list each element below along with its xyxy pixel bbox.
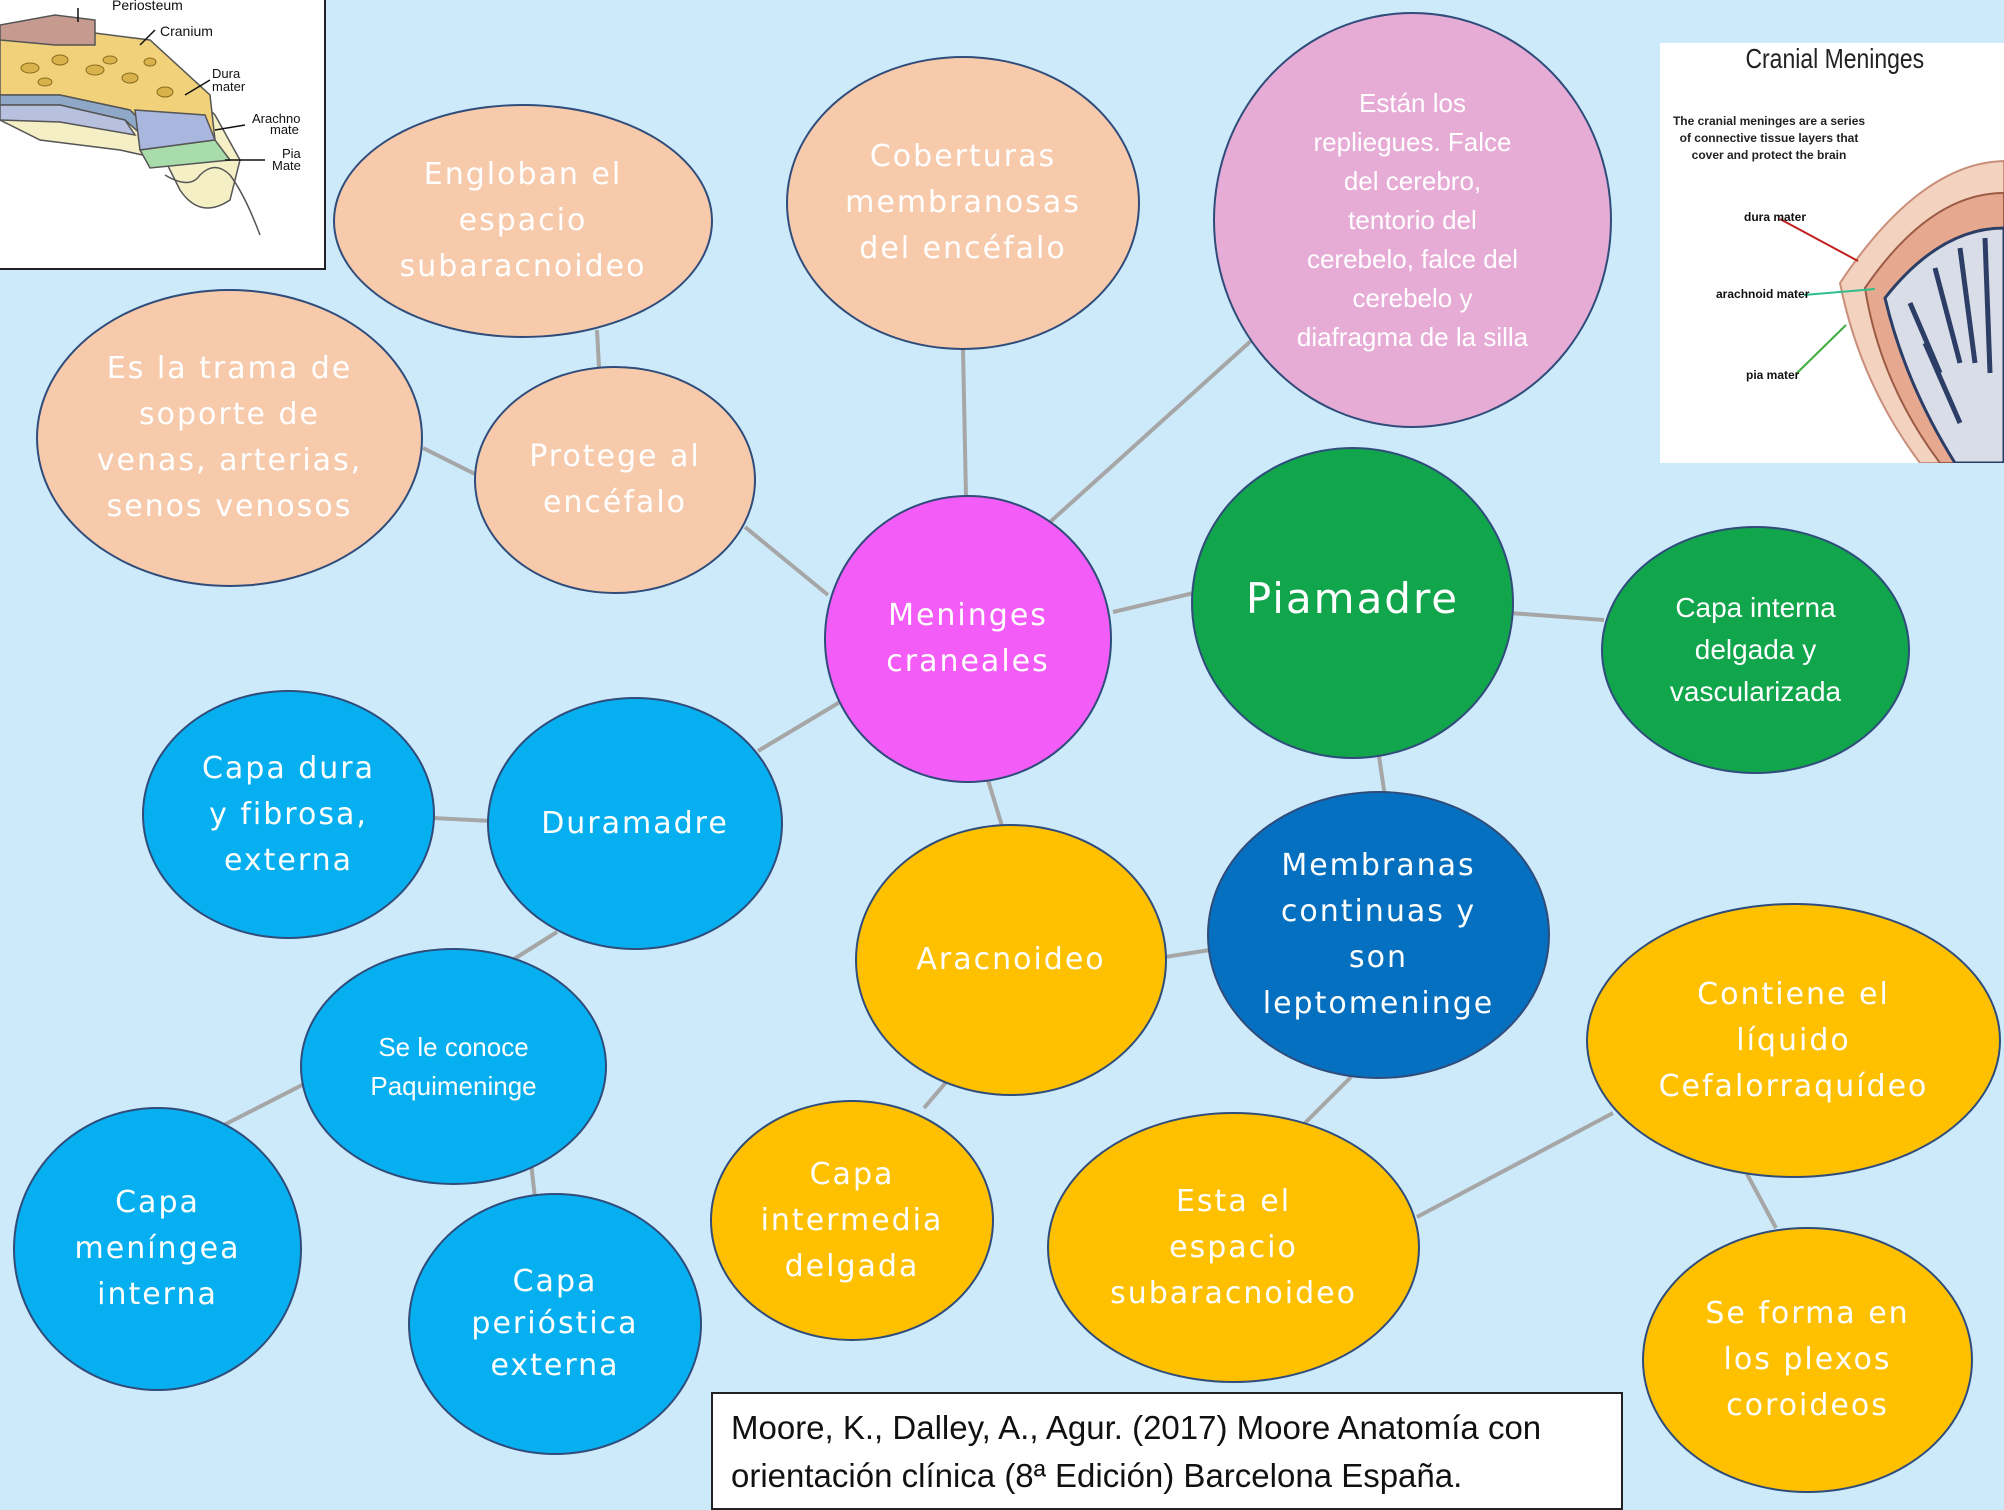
connector-piamadre-membranas xyxy=(1377,755,1387,798)
node-center: Meninges craneales xyxy=(824,495,1112,783)
inset-cranial-meninges: Cranial Meninges The cranial meninges ar… xyxy=(1660,43,2004,463)
connector-capadura-duramadre xyxy=(432,816,492,823)
inset-label-arachnoid-mate: mate xyxy=(270,122,299,137)
inset-label-pia-mate: Mate xyxy=(272,158,301,173)
connector-coberturas-center xyxy=(961,347,968,499)
cranial-illustration-image: dura mater arachnoid mater pia mater xyxy=(1716,159,2004,463)
layers-illustration-image: Periosteum Cranium Dura mater Arachno ma… xyxy=(0,0,302,236)
node-capa-dura: Capa dura y fibrosa, externa xyxy=(142,690,435,939)
connector-duramadre-paquimeninge xyxy=(512,930,559,961)
connector-paquimeninge-meningea xyxy=(213,1079,311,1132)
node-coberturas: Coberturas membranosas del encéfalo xyxy=(786,56,1140,350)
node-paquimeninge: Se le conoce Paquimeninge xyxy=(300,948,607,1185)
connector-liquido-plexos xyxy=(1745,1173,1778,1229)
connector-repliegues-center xyxy=(1048,338,1254,524)
node-duramadre: Duramadre xyxy=(487,697,783,950)
node-piamadre: Piamadre xyxy=(1191,447,1514,759)
inset-label-pia-mater: pia mater xyxy=(1746,368,1800,382)
node-membranas: Membranas continuas y son leptomeninge xyxy=(1207,791,1550,1079)
node-aracnoideo: Aracnoideo xyxy=(855,824,1167,1096)
inset-layers-illustration: Periosteum Cranium Dura mater Arachno ma… xyxy=(0,0,326,270)
inset-label-dura: Dura xyxy=(212,66,241,81)
inset-label-dura-mater: mater xyxy=(212,79,246,94)
connector-piamadre-capainterna xyxy=(1509,611,1605,622)
node-capa-meningea: Capa meníngea interna xyxy=(13,1107,302,1391)
node-protege: Protege al encéfalo xyxy=(474,366,756,594)
connector-membranas-espacio xyxy=(1296,1075,1353,1132)
inset-label-pia: Pia xyxy=(282,146,302,161)
connector-center-piamadre xyxy=(1112,591,1195,614)
connector-center-aracnoideo xyxy=(986,779,1004,827)
reference-text: Moore, K., Dalley, A., Agur. (2017) Moor… xyxy=(731,1409,1542,1494)
inset-label-periosteum: Periosteum xyxy=(112,0,183,13)
inset-label-arachnoid-mater: arachnoid mater xyxy=(1716,287,1810,301)
inset-caption: The cranial meninges are a series of con… xyxy=(1672,114,1866,162)
connector-aracnoideo-intermedia xyxy=(922,1078,950,1110)
reference-citation: Moore, K., Dalley, A., Agur. (2017) Moor… xyxy=(711,1392,1623,1510)
connector-protege-center xyxy=(743,525,830,597)
inset-label-cranium: Cranium xyxy=(160,23,213,39)
connector-espacio-liquido xyxy=(1416,1111,1614,1219)
node-capa-interna: Capa interna delgada y vascularizada xyxy=(1601,526,1910,774)
node-espacio: Esta el espacio subaracnoideo xyxy=(1047,1112,1420,1383)
node-liquido: Contiene el líquido Cefalorraquídeo xyxy=(1586,903,2001,1178)
node-repliegues: Están los repliegues. Falce del cerebro,… xyxy=(1213,12,1612,428)
inset-label-arachnoid: Arachno xyxy=(252,111,300,126)
connector-center-duramadre xyxy=(756,700,842,753)
inset-title: Cranial Meninges xyxy=(1745,43,1925,74)
connector-aracnoideo-membranas xyxy=(1164,948,1211,959)
connector-englobe-protege xyxy=(595,329,601,368)
inset-label-dura-mater: dura mater xyxy=(1744,210,1806,224)
node-trama: Es la trama de soporte de venas, arteria… xyxy=(36,289,423,587)
node-capa-periostica: Capa perióstica externa xyxy=(408,1193,702,1455)
connector-paquimeninge-periostica xyxy=(529,1162,537,1199)
node-plexos: Se forma en los plexos coroideos xyxy=(1642,1227,1973,1493)
connector-trama-protege xyxy=(422,446,476,476)
node-englobe: Engloban el espacio subaracnoideo xyxy=(333,104,713,338)
node-capa-intermedia: Capa intermedia delgada xyxy=(710,1100,994,1341)
